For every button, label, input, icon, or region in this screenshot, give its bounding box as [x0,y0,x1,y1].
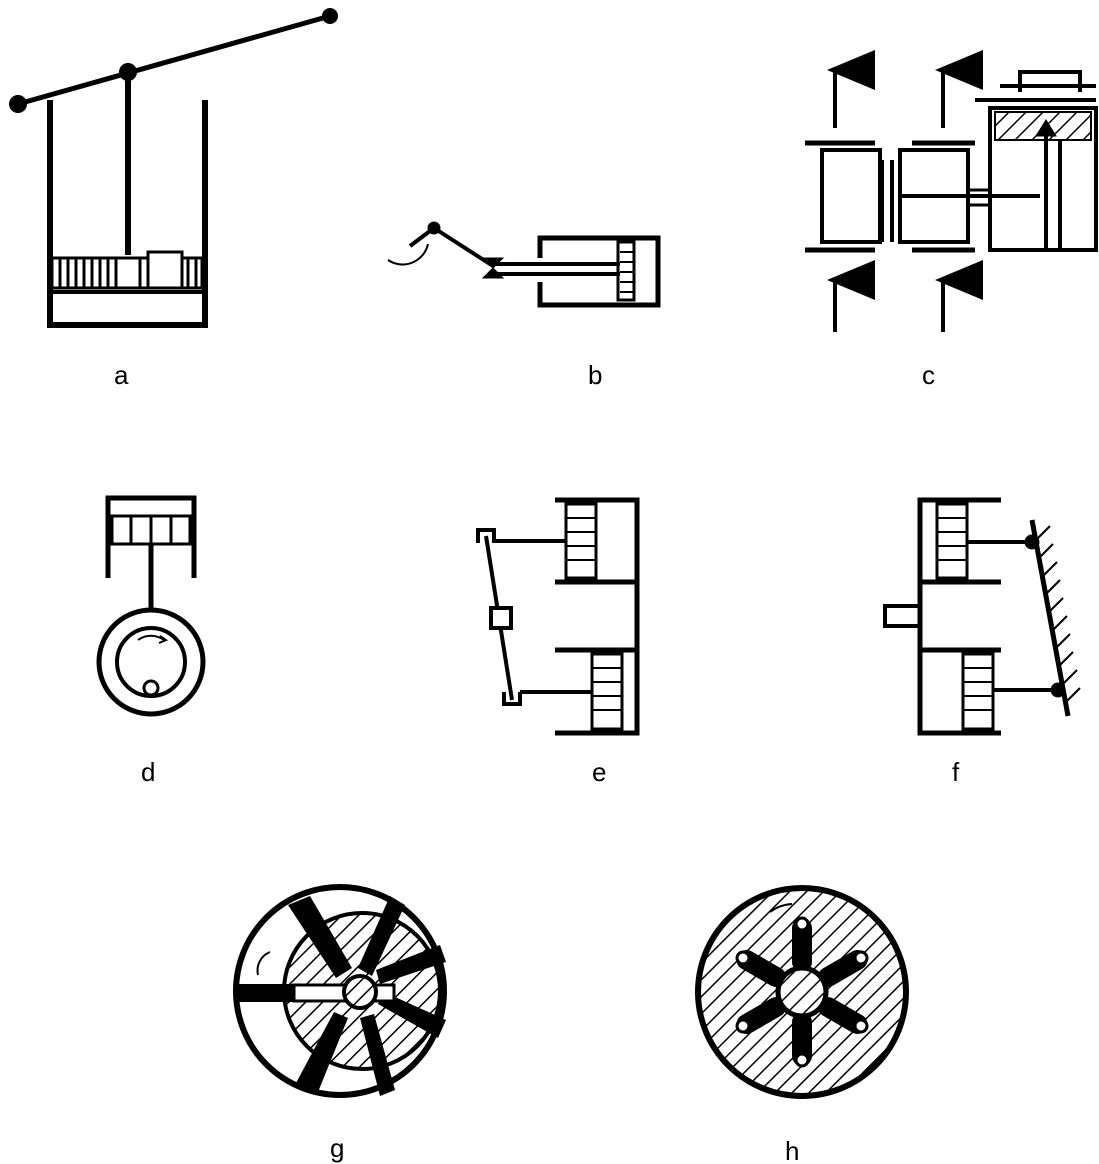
drive-shaft-f [883,604,922,628]
wall-hatching [1035,525,1081,703]
cylinder-b [537,235,661,308]
flywheel-outer [96,607,206,717]
vanes-g [236,896,446,1096]
hub-g [342,974,378,1010]
label-c: c [922,360,935,390]
panel-e-linked-swash-plate [476,497,640,736]
label-f: f [952,757,960,787]
cylinder-block-f [917,497,1001,736]
panel-a-lever-pump [9,8,338,328]
panel-f-fixed-swash-plate [883,497,1081,736]
label-h: h [785,1136,799,1164]
piston-f-top [935,502,969,580]
panel-g-vane-rotor [233,884,447,1098]
lever-end [322,8,338,24]
label-b: b [588,360,602,390]
cylinder-block-e [555,497,640,736]
piston-e-bottom [590,652,624,731]
swash-wall [1029,519,1071,717]
crank-pin-d [142,679,160,697]
piston-head [50,256,204,290]
label-e: e [592,757,606,787]
cylinder-wall [47,100,208,328]
lever-bar [17,13,331,107]
panel-c-valve-assembly [805,50,1098,332]
lever-pivot-left [9,95,27,113]
connecting-rod [432,226,495,268]
chamber-right [988,106,1098,252]
panel-h-radial-piston [695,885,909,1099]
panel-b-crank-piston [387,221,661,308]
cylinder-d [105,495,197,578]
piston-pins-h [735,916,869,1068]
flywheel-inner [115,626,187,698]
piston-f-bottom [961,652,995,731]
chamber-left [820,148,882,244]
crank-arc [387,243,429,266]
swash-pivot-e [489,606,513,630]
label-a: a [114,360,129,390]
piston-e-top [564,502,598,580]
label-d: d [141,757,155,787]
hub-h [775,965,829,1019]
piston-rings [58,250,198,290]
label-g: g [330,1133,344,1163]
panel-d-crank-wheel-piston [96,495,206,717]
